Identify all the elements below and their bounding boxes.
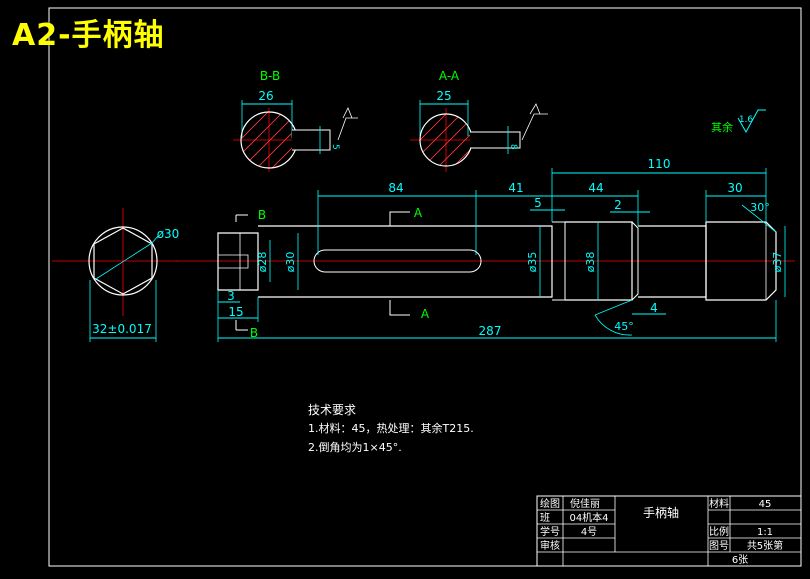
shaft-end-section (217, 232, 259, 291)
tech-requirements: 技术要求 1.材料：45，热处理：其余T215. 2.倒角均为1×45°. (308, 403, 474, 454)
section-aa-label: A-A (439, 69, 460, 83)
dia-38: ø38 (584, 252, 597, 273)
end-view: ø30 32±0.017 (52, 208, 179, 342)
tb-designer-label: 绘图 (540, 497, 560, 510)
section-mark-b-bottom: B (250, 326, 258, 340)
section-mark-b-top: B (258, 208, 266, 222)
tb-scale: 1:1 (757, 527, 773, 538)
drawing-frame (48, 7, 802, 567)
dim-4: 4 (650, 301, 658, 315)
section-aa-width-dim: 25 (436, 89, 451, 103)
dim-chamfer-30: 30° (750, 201, 770, 214)
dim-30-length: 30 (727, 181, 742, 195)
section-bb: B-B 26 5 (233, 69, 358, 172)
tb-sheet-label: 图号 (709, 540, 729, 552)
section-bb-hatch (241, 112, 297, 168)
section-aa-keyway (470, 131, 521, 149)
dim-chamfer-45: 45° (614, 320, 634, 333)
dim-41: 41 (508, 181, 523, 195)
roughness-icon (737, 109, 766, 134)
roughness-note: 其余 1.6 (711, 109, 766, 134)
dim-110: 110 (648, 157, 671, 171)
roughness-value: 1.6 (739, 115, 754, 125)
section-aa-hatch (420, 114, 472, 166)
drawing-title: A2-手柄轴 (12, 18, 165, 53)
section-aa-roughness-icon (521, 103, 548, 141)
tb-designer-name: 倪佳丽 (570, 497, 600, 510)
dim-84: 84 (388, 181, 403, 195)
tb-material: 45 (759, 499, 772, 510)
roughness-prefix: 其余 (711, 120, 733, 134)
dia-30: ø30 (284, 252, 297, 273)
section-aa: A-A 25 8 (410, 69, 548, 172)
tb-material-label: 材料 (709, 497, 729, 510)
section-bb-label: B-B (260, 69, 280, 83)
dia-28: ø28 (256, 252, 269, 273)
shaft-main-body (258, 225, 553, 298)
end-view-circle (88, 226, 158, 296)
shaft-right-section (638, 225, 707, 298)
shaft-keyway (313, 249, 482, 273)
dim-5: 5 (534, 196, 542, 210)
tb-sheet-no: 6张 (732, 554, 748, 566)
dim-287: 287 (479, 324, 502, 338)
section-aa-keyway-dim: 8 (508, 144, 518, 150)
tb-reviewer-label: 审核 (540, 539, 560, 552)
tb-student-no: 4号 (581, 526, 597, 538)
end-view-diameter: ø30 (157, 227, 180, 241)
dim-3: 3 (227, 289, 235, 303)
tb-sheet-value: 共5张第 (747, 539, 783, 552)
dia-35: ø35 (526, 252, 539, 273)
section-mark-a-bottom: A (421, 307, 430, 321)
tb-scale-label: 比例 (709, 525, 729, 538)
main-view: B B A A 84 41 110 44 30 5 2 30° 4 45 (175, 157, 795, 342)
tech-heading: 技术要求 (308, 403, 356, 417)
dia-37: ø37 (771, 252, 784, 273)
section-mark-a-top: A (414, 206, 423, 220)
section-bb-width-dim: 26 (258, 89, 273, 103)
shaft-collar (565, 221, 633, 301)
section-bb-keyway-dim: 5 (330, 144, 340, 150)
dim-15: 15 (228, 305, 243, 319)
dim-44: 44 (588, 181, 603, 195)
section-bb-roughness-icon (337, 107, 358, 141)
tb-part-name: 手柄轴 (643, 505, 679, 520)
tech-item-2: 2.倒角均为1×45°. (308, 441, 402, 454)
tb-class-label: 班 (540, 512, 550, 524)
tb-class-value: 04机本4 (569, 511, 608, 524)
tb-student-no-label: 学号 (540, 525, 560, 538)
section-bb-keyway (292, 129, 331, 151)
end-view-hexagon (93, 227, 153, 295)
title-block: 绘图 倪佳丽 班 04机本4 学号 4号 审核 手柄轴 材料 45 比例 1:1… (536, 495, 802, 567)
end-view-across-flats: 32±0.017 (92, 322, 152, 336)
tech-item-1: 1.材料：45，热处理：其余T215. (308, 421, 474, 435)
dim-2: 2 (614, 198, 622, 212)
